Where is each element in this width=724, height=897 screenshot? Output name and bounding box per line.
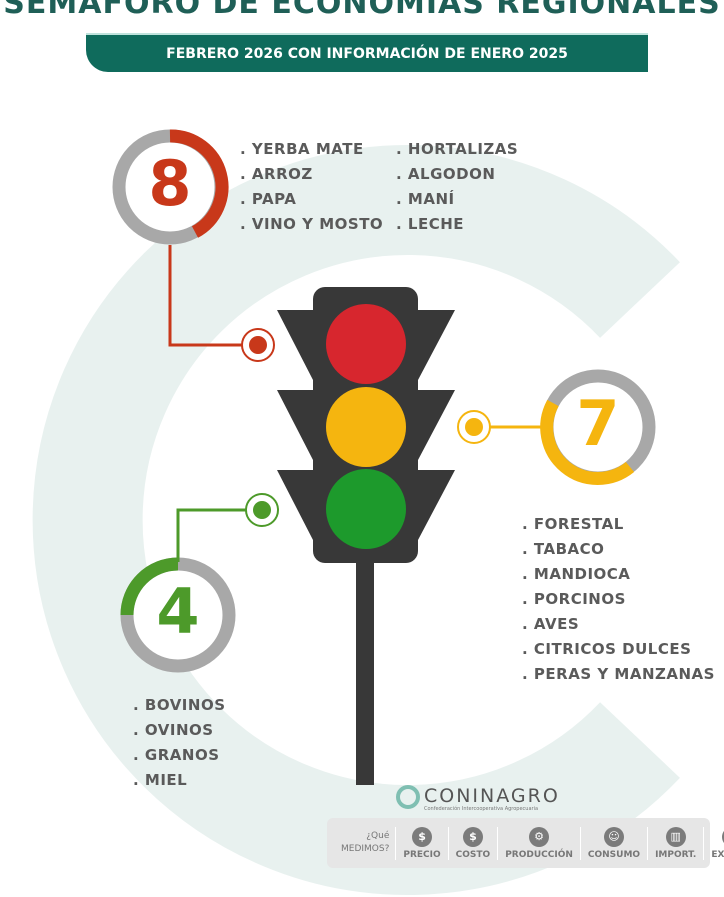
list-item: . OVINOS: [133, 721, 214, 739]
measure-import: ▥IMPORT.: [647, 826, 703, 860]
measure-produccion: ⚙PRODUCCIÓN: [497, 826, 580, 860]
traffic-light: [277, 287, 455, 785]
list-item: . MIEL: [133, 771, 188, 789]
list-item: . MANDIOCA: [522, 565, 631, 583]
subtitle-banner: FEBRERO 2026 CON INFORMACIÓN DE ENERO 20…: [86, 33, 648, 72]
yellow-count: 7: [576, 387, 620, 460]
list-item: . PERAS Y MANZANAS: [522, 665, 715, 683]
list-item: . HORTALIZAS: [396, 140, 519, 158]
list-item: . YERBA MATE: [240, 140, 364, 158]
page-title: SEMÁFORO DE ECONOMÍAS REGIONALES: [3, 0, 721, 21]
measure-consumo: ☺CONSUMO: [579, 826, 647, 860]
list-item: . MANÍ: [396, 190, 455, 208]
list-item: . ARROZ: [240, 165, 313, 183]
logo-name: CONINAGRO: [424, 785, 560, 807]
list-item: . BOVINOS: [133, 696, 226, 714]
measure-precio: $PRECIO: [395, 826, 447, 860]
green-count: 4: [156, 575, 200, 648]
list-item: . ALGODON: [396, 165, 496, 183]
list-item: . LECHE: [396, 215, 465, 233]
list-item: . PORCINOS: [522, 590, 626, 608]
measure-export: ⊕EXPORT.: [703, 826, 724, 860]
globe-hand-icon: ⊕: [722, 826, 724, 847]
list-item: . AVES: [522, 615, 580, 633]
list-item: . GRANOS: [133, 746, 220, 764]
measure-costo: $COSTO: [447, 826, 498, 860]
yellow-list: . FORESTAL . TABACO . MANDIOCA . PORCINOS . …: [522, 512, 715, 687]
container-icon: ▥: [665, 826, 686, 847]
list-item: . PAPA: [240, 190, 297, 208]
basket-icon: ☺: [603, 826, 624, 847]
cost-icon: $: [462, 826, 483, 847]
list-item: . CITRICOS DULCES: [522, 640, 692, 658]
coninagro-logo-icon: [396, 785, 420, 809]
red-list-2: . HORTALIZAS . ALGODON . MANÍ . LECHE: [396, 137, 518, 237]
list-item: . VINO Y MOSTO: [240, 215, 384, 233]
list-item: . TABACO: [522, 540, 605, 558]
list-item: . FORESTAL: [522, 515, 624, 533]
logo-tagline: Confederación Intercooperativa Agropecua…: [424, 806, 539, 812]
red-count: 8: [148, 147, 192, 220]
gear-icon: ⚙: [529, 826, 550, 847]
green-list: . BOVINOS . OVINOS . GRANOS . MIEL: [133, 693, 226, 793]
dollar-coin-icon: $: [412, 826, 433, 847]
red-list-1: . YERBA MATE . ARROZ . PAPA . VINO Y MOSTO: [240, 137, 383, 237]
